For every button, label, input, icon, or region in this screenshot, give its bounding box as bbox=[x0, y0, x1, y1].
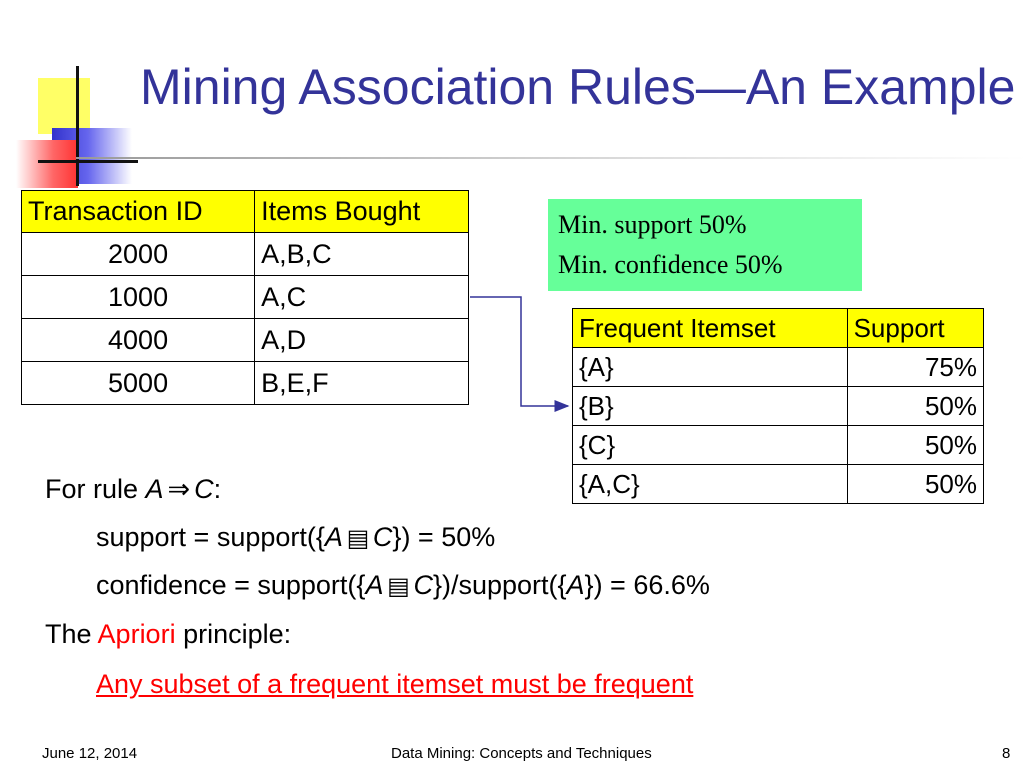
logo-horizontal-line bbox=[38, 160, 138, 163]
items-cell: A,D bbox=[254, 318, 469, 362]
support-cell: 50% bbox=[846, 464, 985, 504]
min-confidence-text: Min. confidence 50% bbox=[558, 250, 783, 279]
implies-symbol: ⇒ bbox=[167, 474, 191, 504]
transaction-id-cell: 2000 bbox=[20, 232, 256, 276]
thresholds-box: Min. support 50% Min. confidence 50% bbox=[548, 199, 862, 291]
items-cell: A,B,C bbox=[254, 232, 469, 276]
table-header-row: Frequent Itemset Support bbox=[572, 308, 985, 348]
header-transaction-id: Transaction ID bbox=[20, 190, 256, 233]
itemset-cell: {A} bbox=[572, 347, 848, 387]
items-cell: B,E,F bbox=[254, 361, 469, 405]
frequent-itemset-table: Frequent Itemset Support {A} 75% {B} 50%… bbox=[572, 308, 985, 504]
logo-vertical-line bbox=[76, 66, 79, 186]
support-cell: 50% bbox=[846, 386, 985, 426]
transaction-id-cell: 1000 bbox=[20, 275, 256, 319]
table-row: {C} 50% bbox=[572, 425, 985, 465]
table-row: 2000 A,B,C bbox=[20, 232, 469, 276]
union-glyph-icon: ▤ bbox=[387, 573, 410, 600]
itemset-cell: {B} bbox=[572, 386, 848, 426]
logo-red-square bbox=[16, 140, 78, 188]
table-row: 5000 B,E,F bbox=[20, 361, 469, 405]
items-cell: A,C bbox=[254, 275, 469, 319]
min-support-text: Min. support 50% bbox=[558, 210, 747, 239]
union-glyph-icon: ▤ bbox=[346, 525, 370, 552]
title-underline-rule bbox=[76, 157, 1024, 159]
table-row: 4000 A,D bbox=[20, 318, 469, 362]
logo-yellow-square bbox=[38, 78, 90, 134]
footer-page-number: 8 bbox=[1002, 745, 1011, 762]
itemset-cell: {C} bbox=[572, 425, 848, 465]
apriori-statement: Any subset of a frequent itemset must be… bbox=[96, 669, 694, 699]
table-header-row: Transaction ID Items Bought bbox=[20, 190, 469, 233]
table-row: 1000 A,C bbox=[20, 275, 469, 319]
rule-line: For rule A⇒C: bbox=[45, 474, 222, 504]
transaction-id-cell: 5000 bbox=[20, 361, 256, 405]
itemset-cell: {A,C} bbox=[572, 464, 848, 504]
apriori-name: Apriori bbox=[97, 619, 176, 649]
footer-date: June 12, 2014 bbox=[42, 745, 138, 762]
header-support: Support bbox=[846, 308, 985, 348]
footer-title: Data Mining: Concepts and Techniques bbox=[391, 745, 652, 762]
apriori-heading: The Apriori principle: bbox=[45, 619, 292, 649]
support-formula: support = support({A▤C}) = 50% bbox=[96, 522, 496, 552]
support-cell: 75% bbox=[846, 347, 985, 387]
slide-title: Mining Association Rules—An Example bbox=[140, 59, 1016, 115]
table-row: {A} 75% bbox=[572, 347, 985, 387]
transaction-id-cell: 4000 bbox=[20, 318, 256, 362]
table-row: {B} 50% bbox=[572, 386, 985, 426]
transactions-table: Transaction ID Items Bought 2000 A,B,C 1… bbox=[20, 190, 469, 405]
table-row: {A,C} 50% bbox=[572, 464, 985, 504]
header-items-bought: Items Bought bbox=[254, 190, 469, 233]
header-frequent-itemset: Frequent Itemset bbox=[572, 308, 848, 348]
confidence-formula: confidence = support({A▤C})/support({A})… bbox=[96, 570, 710, 600]
support-cell: 50% bbox=[846, 425, 985, 465]
